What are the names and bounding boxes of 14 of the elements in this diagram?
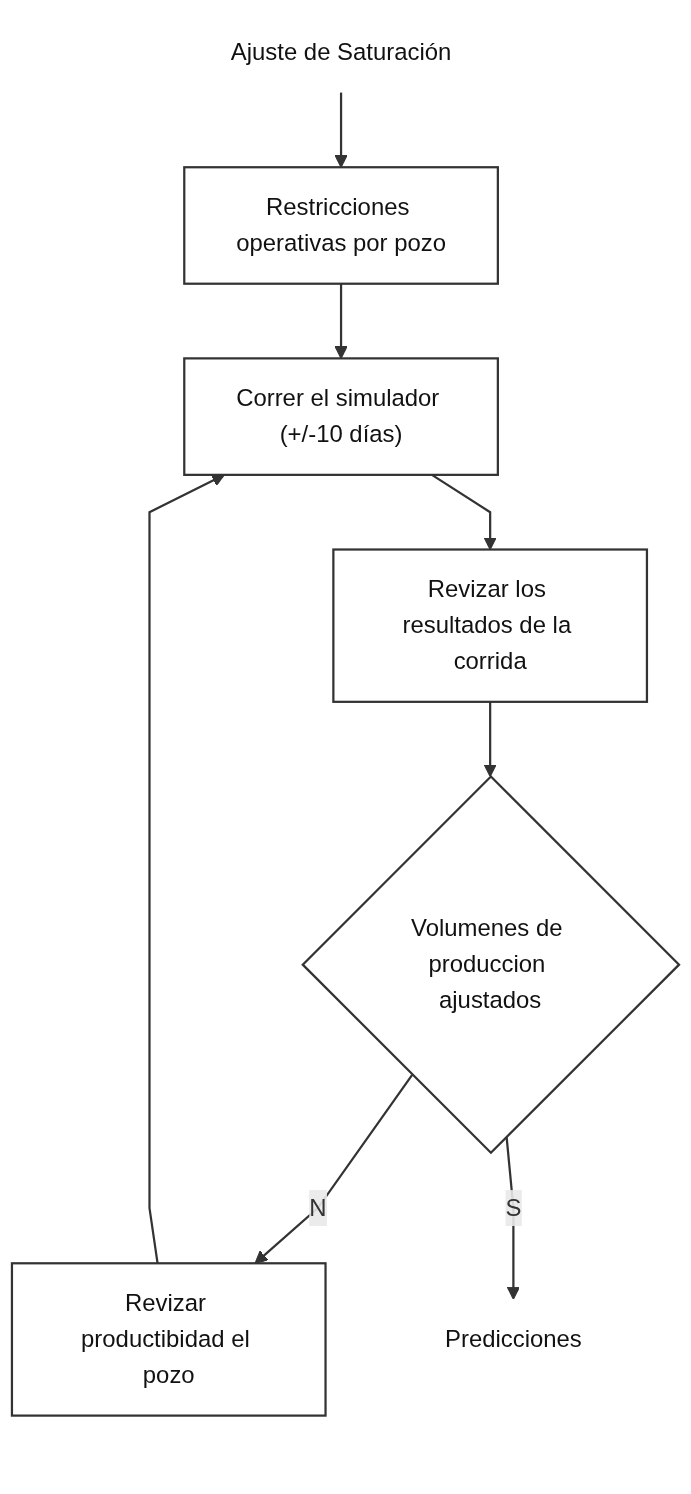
node-text: Predicciones — [444, 1326, 582, 1352]
node-box: Revizar productibidad el pozo — [10, 1262, 327, 1417]
edge-label: S — [505, 1194, 522, 1220]
node-box: Correr el simulador (+/-10 días) — [183, 357, 499, 476]
edge-label: N — [309, 1194, 327, 1220]
arrow — [254, 1074, 414, 1264]
node-diamond: Volumenes de produccion ajustados — [301, 774, 681, 1155]
node-text: Ajuste de Saturación — [230, 38, 452, 65]
arrow — [334, 283, 348, 359]
arrow — [483, 701, 497, 778]
node-box: Restricciones operativas por pozo — [183, 166, 499, 285]
arrow — [148, 474, 225, 1264]
arrow — [334, 92, 348, 168]
node-box: Revizar los resultados de la corrida — [332, 548, 649, 703]
